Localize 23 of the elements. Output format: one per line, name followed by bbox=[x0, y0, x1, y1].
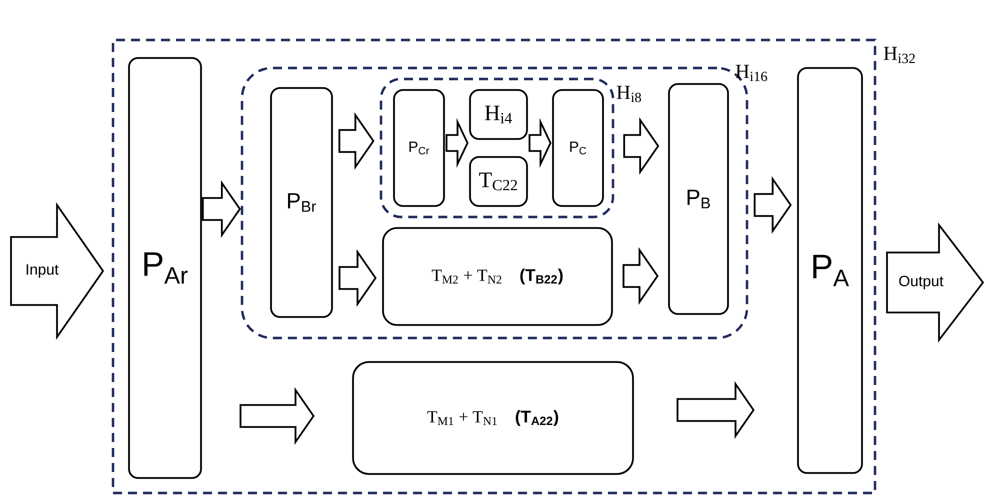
process-box: T$_{M2}$ + T$_{N2}$ (T$_{B22}$) bbox=[382, 227, 613, 326]
node-label: H$_{i32}$ bbox=[884, 46, 915, 64]
process-box: P$_{Ar}$ bbox=[128, 57, 202, 479]
block-arrow bbox=[528, 118, 552, 168]
block-arrow bbox=[338, 249, 377, 307]
process-box: H$_{i4}$ bbox=[469, 89, 528, 140]
block-arrow bbox=[240, 387, 315, 445]
process-box: P$_{Br}$ bbox=[270, 87, 333, 318]
block-arrow bbox=[622, 247, 659, 305]
process-box: P$_{Cr}$ bbox=[393, 89, 445, 207]
node-label: H$_{i8}$ bbox=[616, 86, 642, 102]
block-arrow bbox=[202, 180, 241, 238]
process-box: P$_{B}$ bbox=[668, 83, 729, 315]
block-arrow bbox=[623, 117, 660, 175]
process-box: P$_{A}$ bbox=[797, 67, 863, 474]
block-arrow bbox=[446, 118, 468, 168]
block-arrow bbox=[676, 381, 755, 439]
process-box: T$_{M1}$ + T$_{N1}$ (T$_{A22}$) bbox=[352, 361, 634, 475]
block-arrow bbox=[754, 176, 792, 234]
process-box: T$_{C22}$ bbox=[469, 156, 528, 207]
process-box: P$_{C}$ bbox=[552, 89, 604, 207]
block-arrow bbox=[338, 112, 374, 170]
node-label: i16 bbox=[750, 72, 768, 82]
